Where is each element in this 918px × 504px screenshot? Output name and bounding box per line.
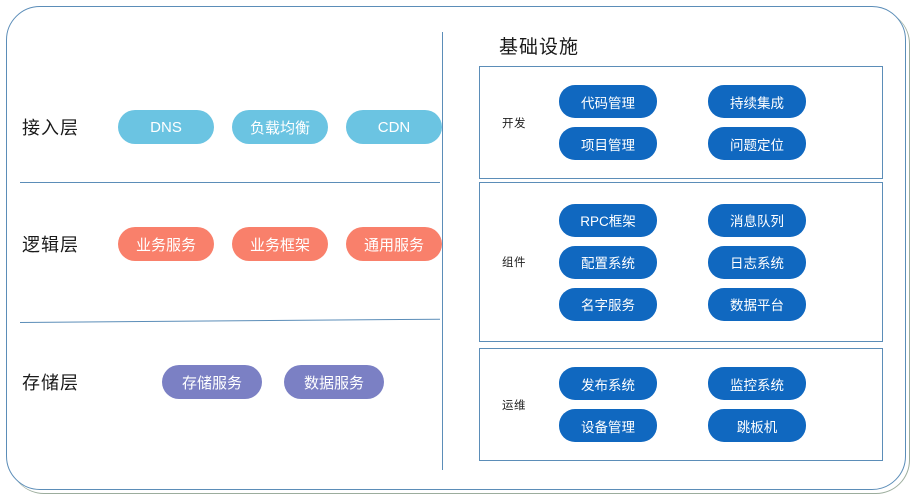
pill-data-platform[interactable]: 数据平台 [708, 287, 806, 321]
pill-continuous-integration[interactable]: 持续集成 [708, 85, 806, 118]
group-box-operations: 运维 发布系统 监控系统 设备管理 跳板机 [479, 348, 883, 461]
pill-business-service[interactable]: 业务服务 [118, 227, 214, 261]
pill-device-management[interactable]: 设备管理 [559, 409, 657, 442]
group-row: RPC框架 消息队列 [559, 203, 882, 237]
pill-cdn[interactable]: CDN [346, 110, 442, 144]
pill-code-management[interactable]: 代码管理 [559, 85, 657, 118]
pill-data-service[interactable]: 数据服务 [284, 365, 384, 399]
layer-label-access: 接入层 [22, 118, 79, 138]
group-row: 代码管理 持续集成 [559, 85, 882, 118]
group-row: 名字服务 数据平台 [559, 287, 882, 321]
pill-rpc-framework[interactable]: RPC框架 [559, 203, 657, 237]
group-label-development: 开发 [502, 117, 526, 130]
layer-items-storage: 存储服务 数据服务 [162, 365, 384, 399]
pill-release-system[interactable]: 发布系统 [559, 367, 657, 400]
layer-label-logic: 逻辑层 [22, 235, 79, 255]
layer-label-storage: 存储层 [22, 373, 79, 393]
pill-issue-tracking[interactable]: 问题定位 [708, 127, 806, 160]
right-panel: 基础设施 开发 代码管理 持续集成 项目管理 问题定位 组件 RPC框架 [470, 14, 906, 484]
pill-message-queue[interactable]: 消息队列 [708, 203, 806, 237]
pill-logging-system[interactable]: 日志系统 [708, 245, 806, 279]
group-row: 配置系统 日志系统 [559, 245, 882, 279]
group-label-components: 组件 [502, 257, 526, 269]
group-box-development: 开发 代码管理 持续集成 项目管理 问题定位 [479, 66, 883, 179]
pill-business-framework[interactable]: 业务框架 [232, 227, 328, 261]
group-label-operations: 运维 [502, 399, 526, 412]
pill-dns[interactable]: DNS [118, 110, 214, 144]
pill-jump-server[interactable]: 跳板机 [708, 409, 806, 442]
group-row: 发布系统 监控系统 [559, 367, 882, 400]
pill-common-service[interactable]: 通用服务 [346, 227, 442, 261]
layer-row-logic: 逻辑层 业务服务 业务框架 通用服务 [22, 224, 442, 264]
layer-row-storage: 存储层 存储服务 数据服务 [22, 362, 384, 402]
group-grid-operations: 发布系统 监控系统 设备管理 跳板机 [559, 349, 882, 460]
infrastructure-title: 基础设施 [499, 37, 580, 58]
group-box-components: 组件 RPC框架 消息队列 配置系统 日志系统 名字服务 数据平台 [479, 182, 883, 342]
layer-items-access: DNS 负载均衡 CDN [118, 110, 442, 144]
group-row: 项目管理 问题定位 [559, 127, 882, 160]
group-row: 设备管理 跳板机 [559, 409, 882, 442]
group-grid-components: RPC框架 消息队列 配置系统 日志系统 名字服务 数据平台 [559, 183, 882, 341]
layer-items-logic: 业务服务 业务框架 通用服务 [118, 227, 442, 261]
pill-monitoring-system[interactable]: 监控系统 [708, 367, 806, 400]
pill-config-system[interactable]: 配置系统 [559, 245, 657, 279]
panel-vertical-divider [442, 32, 443, 470]
pill-load-balancer[interactable]: 负载均衡 [232, 110, 328, 144]
layer-row-access: 接入层 DNS 负载均衡 CDN [22, 107, 442, 147]
layer-divider-1 [20, 182, 440, 183]
group-grid-development: 代码管理 持续集成 项目管理 问题定位 [559, 67, 882, 178]
pill-naming-service[interactable]: 名字服务 [559, 287, 657, 321]
pill-project-management[interactable]: 项目管理 [559, 127, 657, 160]
pill-storage-service[interactable]: 存储服务 [162, 365, 262, 399]
